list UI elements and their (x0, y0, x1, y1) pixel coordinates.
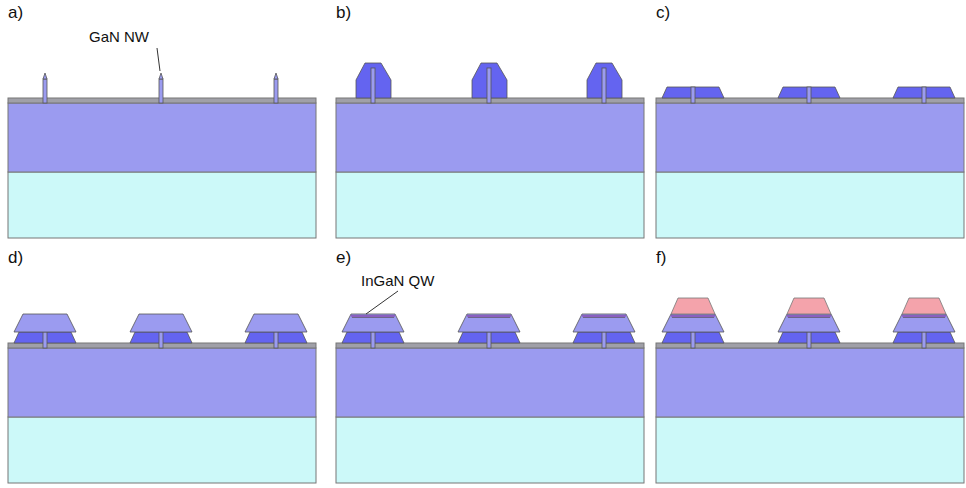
callout-label: GaN NW (88, 29, 150, 46)
panel-letter: e) (336, 249, 351, 268)
panel-letter: c) (656, 4, 670, 23)
panel-letter: d) (8, 249, 23, 268)
panel-letter: f) (656, 249, 666, 268)
callout-label: InGaN QW (360, 273, 435, 290)
panel-letter: b) (336, 4, 351, 23)
panel-letter: a) (8, 4, 23, 23)
